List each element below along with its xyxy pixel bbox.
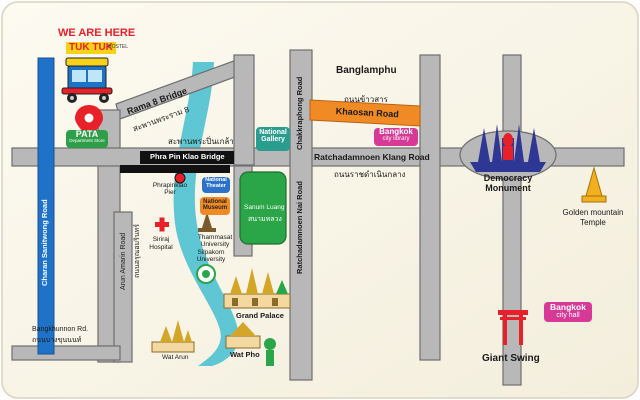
pin-klao-bridge-label: Phra Pin Klao Bridge bbox=[150, 152, 225, 161]
ratchadamnoen-klang-thai-label: ถนนราชดำเนินกลาง bbox=[334, 170, 406, 179]
tuk-tuk-logo: TUK TUK bbox=[66, 42, 116, 54]
university-seal-icon bbox=[196, 264, 216, 284]
pier-pin-icon bbox=[174, 172, 186, 184]
bangkok-library-badge[interactable]: Bangkok city library bbox=[374, 127, 418, 146]
pata-label: PATA bbox=[75, 129, 99, 139]
grand-palace-icon bbox=[223, 268, 291, 309]
we-are-here-label: WE ARE HERE bbox=[58, 27, 136, 39]
banglamphu-label: Banglamphu bbox=[336, 65, 397, 76]
bangkhunnon-road-thai-label: ถนนบางขุนนนท์ bbox=[32, 337, 82, 344]
tuk-tuk-logo-sub: HOSTEL bbox=[108, 44, 129, 50]
road-segment-north bbox=[233, 54, 255, 166]
national-gallery-badge[interactable]: National Gallery bbox=[256, 127, 290, 151]
sanum-luang-label: Sanum Luang bbox=[244, 204, 285, 211]
bangkok-city-hall-badge[interactable]: Bangkok city hall bbox=[544, 302, 592, 322]
golden-mountain-temple-label: Golden mountain Temple bbox=[562, 208, 624, 227]
bangkok-library-label: Bangkok bbox=[379, 127, 413, 136]
arun-amarin-road bbox=[113, 211, 133, 363]
khaosan-road bbox=[309, 99, 421, 127]
bangkok-city-hall-label: Bangkok bbox=[550, 302, 586, 312]
chakkraphong-road bbox=[289, 49, 313, 381]
spire-icon bbox=[198, 212, 216, 232]
wat-pho-label: Wat Pho bbox=[230, 350, 260, 359]
giant-swing-label: Giant Swing bbox=[482, 353, 540, 364]
golden-pagoda-icon bbox=[581, 166, 607, 203]
ratchadamnoen-nai-road-label: Ratchadamnoen Nai Road bbox=[295, 181, 304, 274]
grand-palace-label: Grand Palace bbox=[236, 311, 284, 320]
sanum-luang-thai-label: สนามหลวง bbox=[248, 216, 282, 223]
pata-badge[interactable]: PATA Department Store bbox=[66, 129, 108, 148]
khaosan-road-thai-label: ถนนข้าวสาร bbox=[344, 95, 388, 104]
charan-sanitwong-road-label: Charan Sanitwong Road bbox=[40, 199, 49, 286]
hospital-cross-icon bbox=[155, 217, 169, 232]
national-museum-badge[interactable]: National Museum bbox=[200, 197, 230, 215]
national-theater-label: National Theater bbox=[205, 177, 227, 189]
ratchadamnoen-klang-road-label: Ratchadamnoen Klang Road bbox=[314, 152, 430, 162]
national-museum-label: National Museum bbox=[202, 199, 228, 212]
bangkok-library-sub-label: city library bbox=[382, 136, 410, 143]
temple-icon-wat-arun bbox=[151, 320, 195, 353]
democracy-monument-label: Democracy Monument bbox=[483, 173, 533, 193]
pata-sub-label: Department Store bbox=[69, 138, 105, 144]
siriraj-hospital-label: Siriraj Hospital bbox=[149, 236, 173, 251]
bangkok-city-hall-sub-label: city hall bbox=[556, 311, 580, 319]
sanum-luang-park bbox=[239, 171, 287, 245]
road-segment-east bbox=[419, 54, 441, 361]
tuk-tuk-icon bbox=[61, 57, 113, 103]
pin-klao-bridge-bar-lower bbox=[120, 165, 230, 173]
bangkhunnon-road bbox=[11, 345, 121, 361]
wat-arun-label: Wat Arun bbox=[162, 354, 189, 361]
arun-amarin-road-thai-label: ถนนอรุณอมรินทร์ bbox=[134, 223, 141, 278]
pin-klao-bridge-bar bbox=[140, 151, 234, 164]
phrapinklao-pier-label: Phrapinklao Pier bbox=[152, 182, 188, 196]
bangkhunnon-road-label: Bangkhunnon Rd. bbox=[32, 326, 89, 333]
chakkraphong-road-label: Chakkraphong Road bbox=[295, 76, 304, 150]
chao-phraya-river bbox=[173, 62, 239, 366]
democracy-monument-icon bbox=[470, 124, 546, 172]
charan-sanitwong-road bbox=[37, 57, 55, 355]
national-theater-badge[interactable]: National Theater bbox=[202, 177, 230, 193]
national-gallery-label: National Gallery bbox=[259, 129, 287, 144]
silpakorn-university-label: Silpakorn University bbox=[196, 249, 226, 264]
thammasat-university-label: Thammasat University bbox=[197, 234, 233, 249]
arun-amarin-road-label: Arun Amarin Road bbox=[120, 232, 127, 290]
pin-klao-bridge-thai-label: สะพานพระปิ่นเกล้า bbox=[168, 137, 234, 146]
temple-icon-wat-pho bbox=[225, 322, 276, 366]
location-pin-icon bbox=[75, 105, 103, 137]
giant-swing-icon bbox=[498, 310, 528, 345]
